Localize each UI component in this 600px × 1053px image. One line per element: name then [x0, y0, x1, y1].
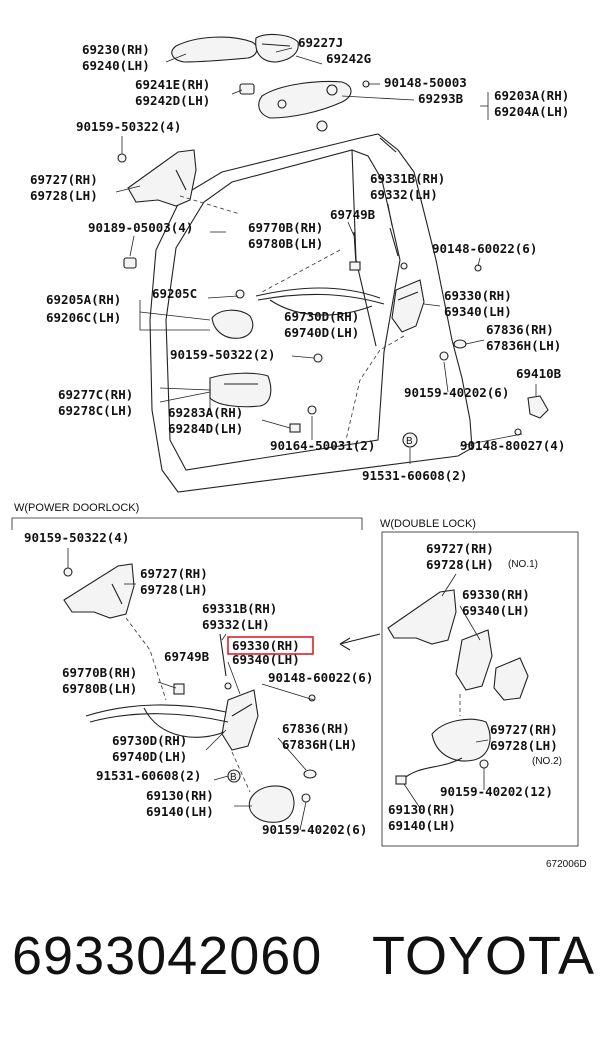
inside-handle	[209, 289, 323, 433]
part-callout[interactable]: 69340(LH)	[232, 652, 300, 667]
power-lock-assembly	[63, 563, 317, 823]
outside-handle	[171, 33, 299, 63]
highlight-box	[227, 636, 314, 655]
section-frames	[11, 517, 579, 847]
part-callout[interactable]: 90159-50322(2)	[170, 347, 275, 362]
part-callout[interactable]: 69330(RH)	[444, 288, 512, 303]
part-callout[interactable]: 69770B(RH)	[62, 665, 137, 680]
part-callout[interactable]: 90148-60022(6)	[432, 241, 537, 256]
part-callout[interactable]: 90159-40202(6)	[404, 385, 509, 400]
part-callout[interactable]: 69727(RH)	[30, 172, 98, 187]
part-callout[interactable]: 69331B(RH)	[370, 171, 445, 186]
part-callout[interactable]: 69749B	[164, 649, 210, 664]
part-callout[interactable]: 69130(RH)	[388, 802, 456, 817]
part-callout[interactable]: 69203A(RH)	[494, 88, 569, 103]
leader-lines-upper	[115, 47, 537, 464]
part-callout[interactable]: 69241E(RH)	[135, 77, 210, 92]
section-label-power-doorlock: W(POWER DOORLOCK)	[14, 502, 139, 514]
part-callout[interactable]: 69140(LH)	[388, 818, 456, 833]
parts-diagram: B B W(POWER DOORLOCK) W(DOUBLE LOCK) 693…	[11, 33, 587, 870]
part-callout[interactable]: 69206C(LH)	[46, 310, 121, 325]
part-callout[interactable]: 69332(LH)	[370, 187, 438, 202]
drawing-code: 672006D	[546, 859, 587, 870]
part-callout[interactable]: 69331B(RH)	[202, 601, 277, 616]
part-callout[interactable]: 69340(LH)	[462, 603, 530, 618]
bolt-marker-label: B	[230, 772, 237, 783]
part-callout[interactable]: 69728(LH)	[30, 188, 98, 203]
part-callout[interactable]: 90159-40202(12)	[440, 784, 553, 799]
bolt-marker-label: B	[406, 436, 413, 447]
part-callout[interactable]: 69728(LH)	[426, 557, 494, 572]
part-callout[interactable]: 67836H(LH)	[486, 338, 561, 353]
part-callout[interactable]: 67836H(LH)	[282, 737, 357, 752]
part-callout[interactable]: 69740D(LH)	[112, 749, 187, 764]
part-callout[interactable]: 69728(LH)	[140, 582, 208, 597]
linkage-cables	[255, 227, 408, 316]
lock-bracket-upper	[117, 149, 197, 269]
part-callout[interactable]: 90148-60022(6)	[268, 670, 373, 685]
part-callout[interactable]: 91531-60608(2)	[362, 468, 467, 483]
part-callout[interactable]: 69340(LH)	[444, 304, 512, 319]
assembly-note: (NO.1)	[508, 559, 538, 570]
part-callout[interactable]: 69283A(RH)	[168, 405, 243, 420]
part-callout[interactable]: 69770B(RH)	[248, 220, 323, 235]
double-lock-leaders	[403, 573, 489, 809]
part-callout[interactable]: 69278C(LH)	[58, 403, 133, 418]
part-number: 6933042060	[12, 926, 323, 986]
leader-lines-lower	[67, 548, 315, 831]
part-callout[interactable]: 69332(LH)	[202, 617, 270, 632]
section-label-double-lock: W(DOUBLE LOCK)	[380, 518, 476, 530]
part-callout[interactable]: 69730D(RH)	[112, 733, 187, 748]
part-callout[interactable]: 69204A(LH)	[494, 104, 569, 119]
part-callout[interactable]: 90164-50031(2)	[270, 438, 375, 453]
part-callout[interactable]: 69727(RH)	[490, 722, 558, 737]
part-callout[interactable]: 69749B	[330, 207, 376, 222]
part-callout[interactable]: 69728(LH)	[490, 738, 558, 753]
handle-frame	[239, 80, 370, 132]
part-callout[interactable]: 69205C	[152, 286, 197, 301]
part-callout[interactable]: 90159-50322(4)	[76, 119, 181, 134]
part-callout[interactable]: 69242G	[326, 51, 371, 66]
part-callout[interactable]: 90159-50322(4)	[24, 530, 129, 545]
part-callout[interactable]: 90148-80027(4)	[460, 438, 565, 453]
part-callout[interactable]: 69242D(LH)	[135, 93, 210, 108]
part-callout[interactable]: 69284D(LH)	[168, 421, 243, 436]
part-callout[interactable]: 69227J	[298, 35, 343, 50]
part-callout[interactable]: 69240(LH)	[82, 58, 150, 73]
part-callout[interactable]: 90159-40202(6)	[262, 822, 367, 837]
part-callout[interactable]: 69330(RH)	[462, 587, 530, 602]
assembly-note: (NO.2)	[532, 756, 562, 767]
bolt-marker-lower: B	[230, 772, 237, 783]
part-callout[interactable]: 69727(RH)	[426, 541, 494, 556]
part-callout[interactable]: 69130(RH)	[146, 788, 214, 803]
part-callout[interactable]: 90148-50003	[384, 75, 467, 90]
small-notes: (NO.1) (NO.2)	[508, 559, 562, 767]
part-callout[interactable]: 69727(RH)	[140, 566, 208, 581]
brand-name: TOYOTA	[372, 926, 596, 986]
door-lock-assembly	[391, 264, 549, 448]
part-callout[interactable]: 69780B(LH)	[62, 681, 137, 696]
part-callout[interactable]: 69230(RH)	[82, 42, 150, 57]
part-callout[interactable]: 69410B	[516, 366, 562, 381]
part-callout[interactable]: 69730D(RH)	[284, 309, 359, 324]
highlighted-part-label[interactable]: 69330(RH)	[232, 638, 300, 653]
part-callout[interactable]: 69140(LH)	[146, 804, 214, 819]
part-callout[interactable]: 67836(RH)	[486, 322, 554, 337]
part-callout[interactable]: 69205A(RH)	[46, 292, 121, 307]
part-callout[interactable]: 90189-05003(4)	[88, 220, 193, 235]
part-callout[interactable]: 69780B(LH)	[248, 236, 323, 251]
double-lock-assembly	[387, 589, 529, 785]
part-callout[interactable]: 67836(RH)	[282, 721, 350, 736]
footer: 6933042060 TOYOTA	[0, 925, 600, 1025]
part-callout[interactable]: 69740D(LH)	[284, 325, 359, 340]
part-callout[interactable]: 69277C(RH)	[58, 387, 133, 402]
part-callout[interactable]: 91531-60608(2)	[96, 768, 201, 783]
bolt-marker-upper: B	[406, 436, 413, 447]
part-callout[interactable]: 69293B	[418, 91, 464, 106]
